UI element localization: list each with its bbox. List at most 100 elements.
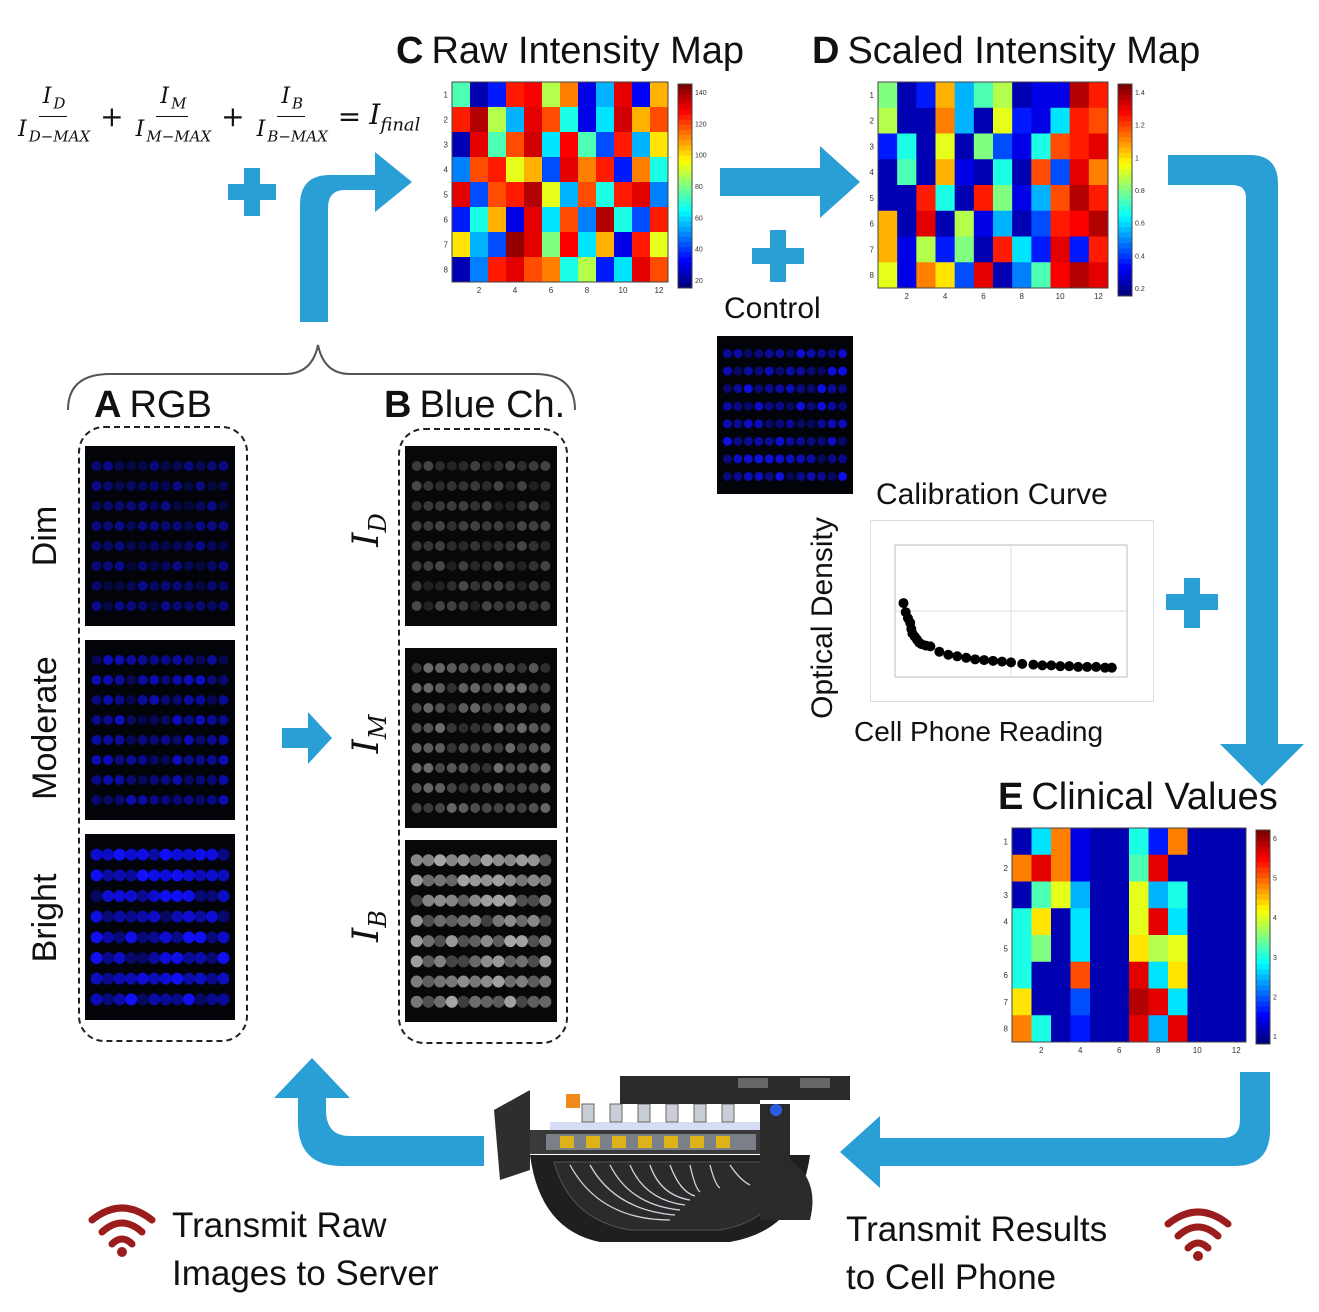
- heatmap-cell: [1031, 961, 1052, 989]
- well-spot: [481, 663, 492, 673]
- well-spot: [775, 436, 785, 446]
- well-spot: [183, 795, 194, 805]
- well-spot: [505, 541, 516, 551]
- colorbar-segment: [678, 267, 692, 274]
- heatmap-cell: [542, 157, 561, 183]
- heatmap-cell: [1012, 828, 1032, 856]
- heatmap-cell: [650, 232, 669, 258]
- colorbar-segment: [1118, 131, 1132, 138]
- heatmap-cell: [1012, 854, 1032, 882]
- well-spot: [218, 675, 229, 685]
- colorbar-frame: [677, 83, 693, 289]
- colorbar-segment: [1256, 830, 1270, 836]
- well-spot: [160, 461, 171, 471]
- colorbar-segment: [1118, 200, 1132, 207]
- well-spot: [136, 952, 149, 964]
- well-spot: [516, 763, 527, 773]
- well-spot: [113, 910, 126, 923]
- heatmap-cell: [1207, 988, 1227, 1016]
- well-spot: [528, 763, 539, 773]
- heatmap-x-tick: 10: [619, 286, 628, 295]
- well-spot: [493, 581, 504, 591]
- heatmap-cell: [1031, 854, 1052, 882]
- well-spot: [183, 655, 194, 665]
- well-spot: [480, 975, 493, 988]
- heatmap-cell: [935, 236, 956, 263]
- well-spot: [103, 775, 114, 785]
- well-spot: [218, 501, 229, 511]
- colorbar-segment: [1256, 888, 1270, 895]
- well-spot: [103, 655, 114, 665]
- well-spot: [411, 501, 422, 511]
- well-spot: [445, 894, 458, 907]
- well-spot: [423, 601, 434, 611]
- well-spot: [434, 955, 447, 968]
- colorbar-segment: [1256, 1027, 1270, 1034]
- well-spot: [160, 521, 171, 531]
- well-spot: [493, 481, 504, 491]
- heatmap-cell: [1090, 935, 1110, 963]
- well-spot: [126, 501, 137, 511]
- heatmap-x-tick: 4: [1078, 1046, 1083, 1055]
- well-spot: [126, 461, 137, 471]
- well-spot: [206, 775, 217, 785]
- heatmap-cell: [578, 207, 597, 233]
- well-spot: [481, 723, 492, 733]
- well-spot: [481, 501, 492, 511]
- well-spot: [516, 783, 527, 793]
- heatmap-cell: [1012, 988, 1032, 1016]
- arrow-clinical-to-device: [840, 1072, 1270, 1188]
- well-spot: [103, 735, 114, 745]
- well-spot: [785, 349, 795, 359]
- well-spot: [90, 972, 103, 985]
- well-spot: [125, 910, 138, 923]
- well-spot: [457, 995, 470, 1008]
- well-spot: [126, 695, 137, 705]
- heatmap-cell: [1070, 881, 1091, 909]
- arrow-to-raw-map: [300, 152, 412, 322]
- well-spot: [764, 366, 774, 376]
- well-spot: [493, 723, 504, 733]
- well-spot: [137, 695, 148, 705]
- well-spot: [182, 993, 195, 1006]
- calibration-chart: [870, 520, 1154, 702]
- heatmap-cell: [916, 107, 936, 134]
- well-spot: [149, 675, 160, 685]
- colorbar-segment: [1256, 856, 1270, 863]
- heatmap-x-tick: 8: [1156, 1046, 1161, 1055]
- colorbar-segment: [678, 109, 692, 116]
- heatmap-cell: [650, 257, 669, 283]
- well-spot: [470, 663, 481, 673]
- colorbar-segment: [678, 175, 692, 182]
- well-spot: [148, 869, 161, 882]
- well-spot: [137, 581, 148, 591]
- well-spot: [218, 655, 229, 665]
- heatmap-cell: [1012, 935, 1032, 963]
- heatmap-cell: [1050, 262, 1071, 289]
- colorbar-segment: [1118, 221, 1132, 228]
- well-spot: [206, 735, 217, 745]
- well-spot: [515, 874, 528, 887]
- heatmap-cell: [1207, 854, 1227, 882]
- colorbar-segment: [1118, 227, 1132, 233]
- wifi-icon-left: [88, 1204, 156, 1257]
- well-spot: [505, 743, 516, 753]
- well-spot: [423, 703, 434, 713]
- heatmap-cell: [560, 132, 579, 158]
- heatmap-cell: [1012, 133, 1032, 160]
- well-spot: [103, 755, 114, 765]
- heatmap-cell: [1088, 210, 1109, 237]
- well-spot: [183, 675, 194, 685]
- well-spot: [90, 890, 103, 902]
- heatmap-cell: [1207, 828, 1227, 856]
- well-spot: [722, 436, 732, 446]
- colorbar-segment: [678, 226, 692, 233]
- heatmap-cell: [1051, 908, 1071, 936]
- well-spot: [527, 975, 540, 988]
- well-spot: [540, 521, 551, 531]
- well-spot: [114, 501, 125, 511]
- calibration-point: [988, 655, 999, 666]
- heatmap-cell: [1031, 935, 1052, 963]
